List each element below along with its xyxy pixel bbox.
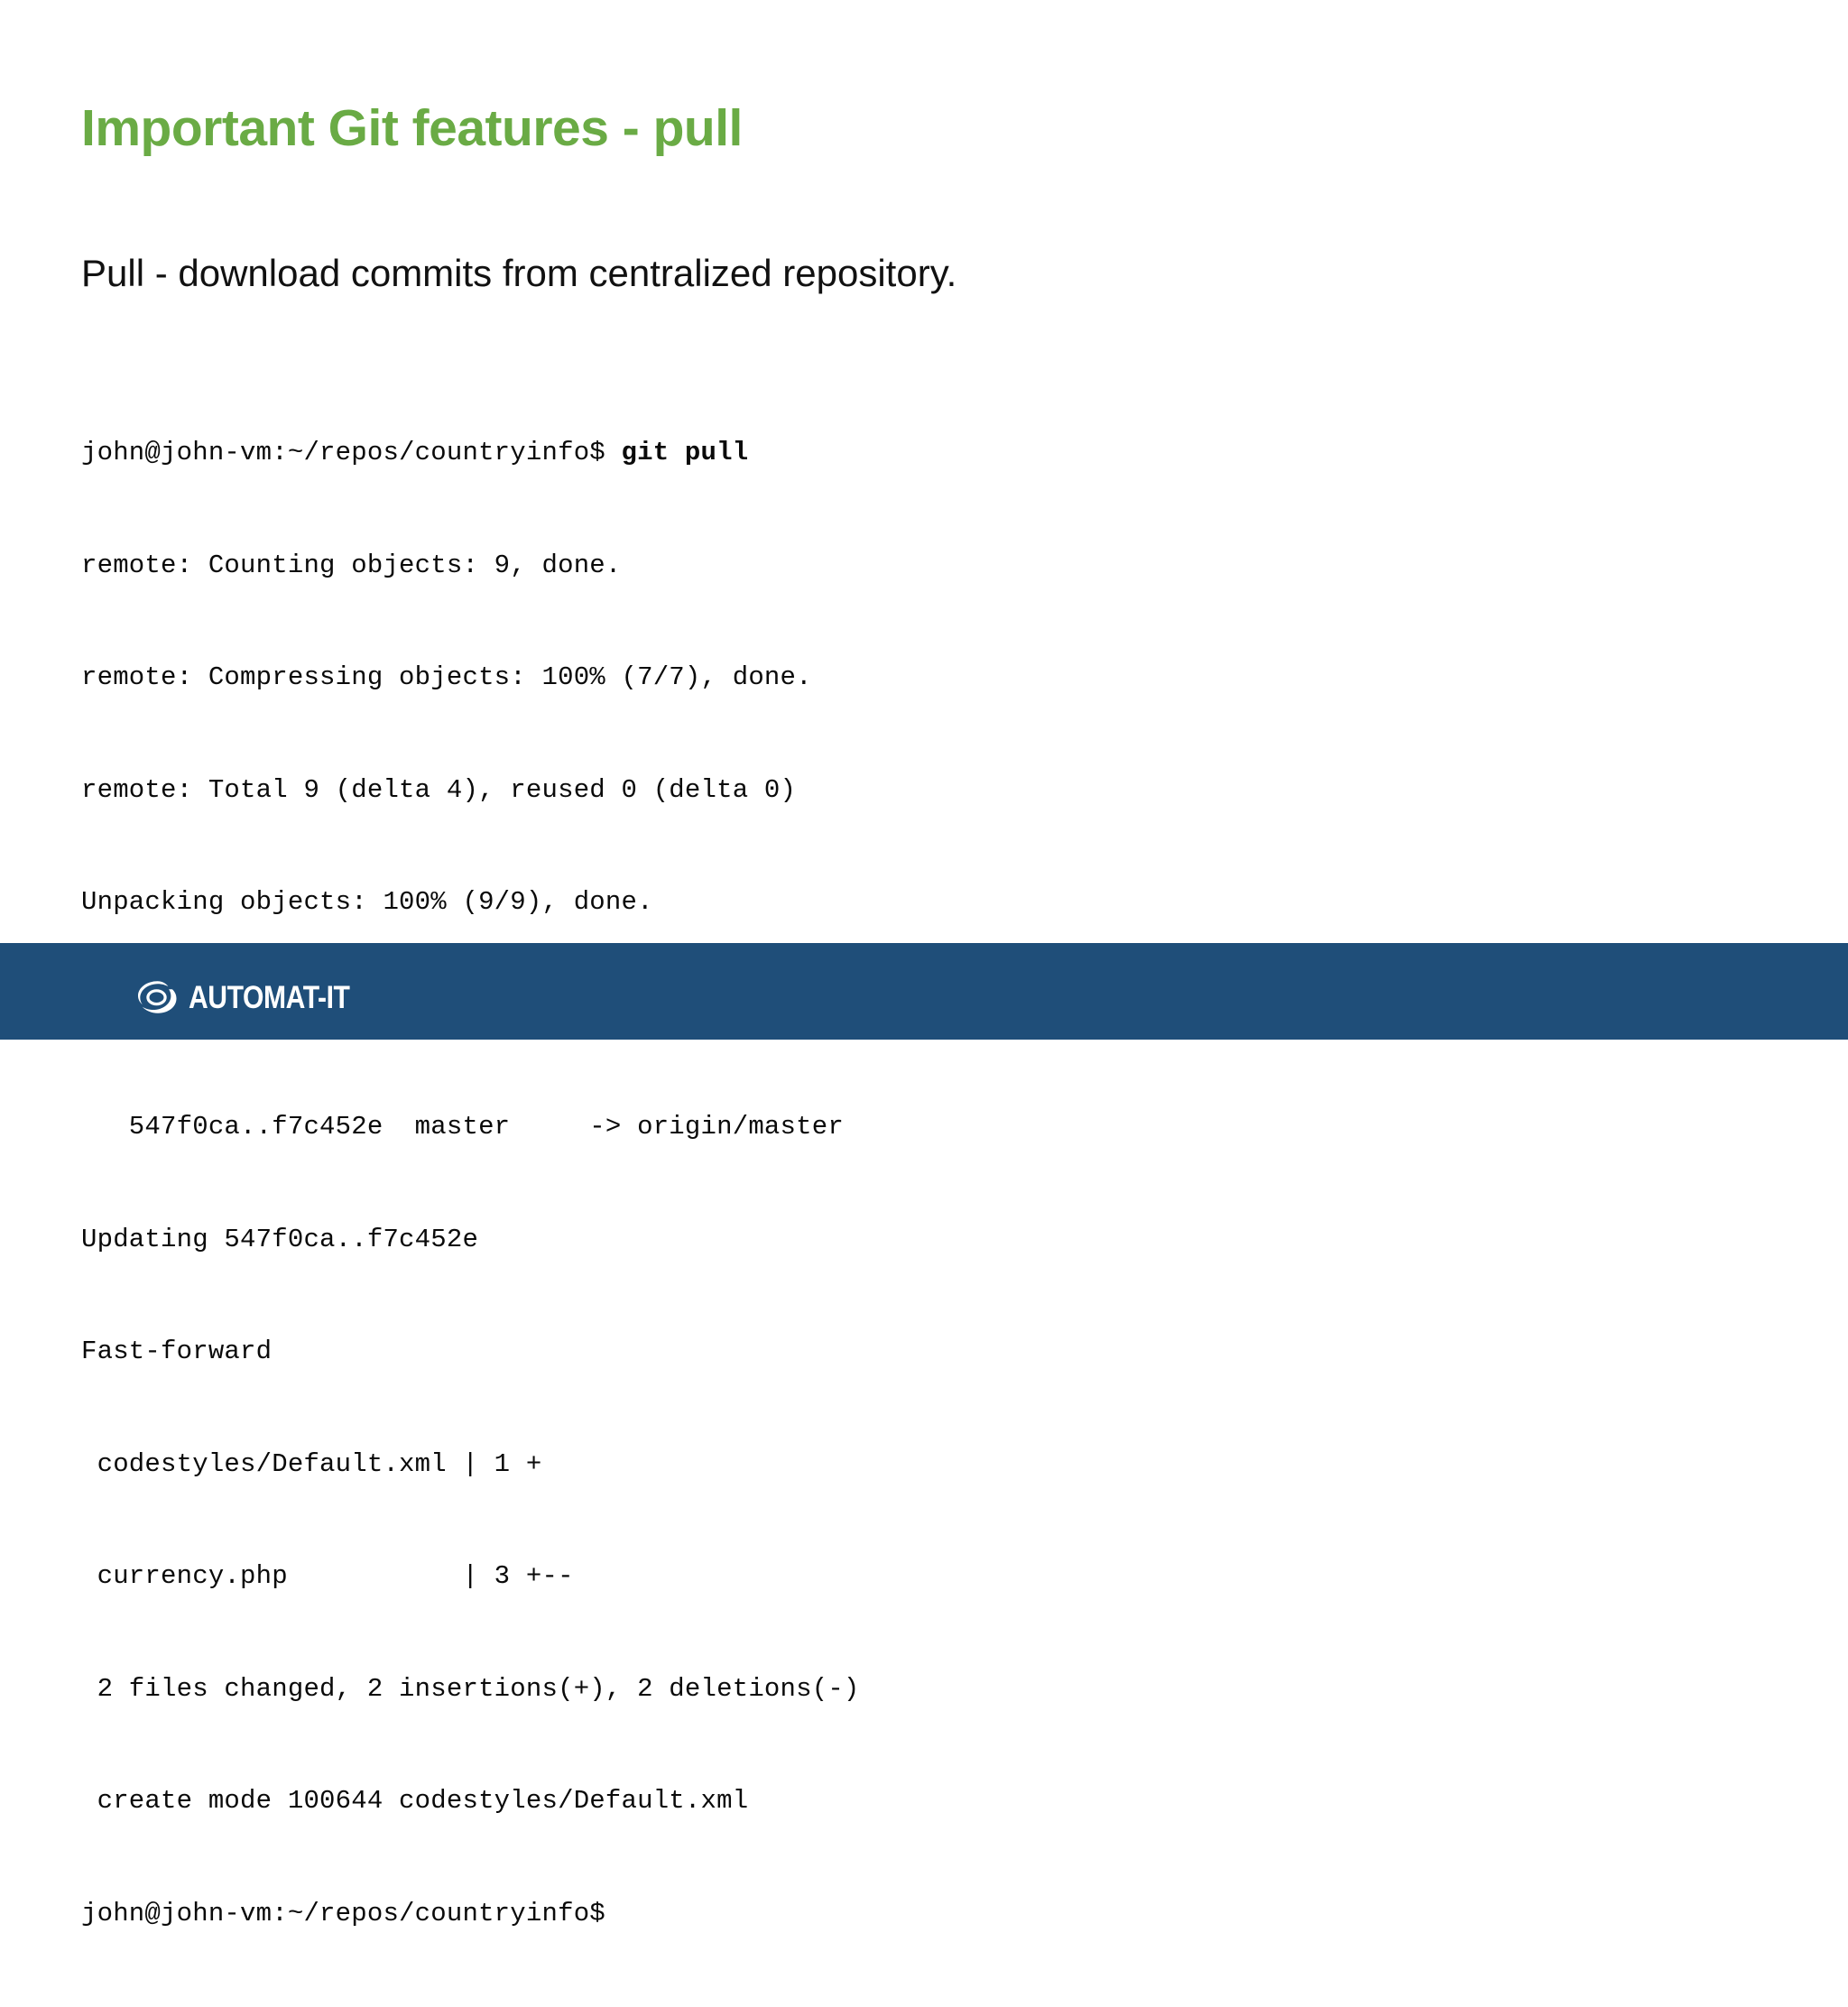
terminal-line: currency.php | 3 +--: [81, 1561, 574, 1591]
brand-logo: AUTOMAT-IT: [135, 977, 376, 1017]
slide-subtitle: Pull - download commits from centralized…: [81, 252, 957, 294]
terminal-line: remote: Counting objects: 9, done.: [81, 550, 622, 580]
terminal-output: john@john-vm:~/repos/countryinfo$ git pu…: [81, 359, 860, 2007]
terminal-line: Fast-forward: [81, 1336, 273, 1366]
terminal-line: Unpacking objects: 100% (9/9), done.: [81, 887, 653, 917]
swirl-eye-icon: [135, 980, 177, 1014]
terminal-line: 547f0ca..f7c452e master -> origin/master: [81, 1112, 844, 1142]
page-title: Important Git features - pull: [81, 99, 743, 157]
terminal-command: git pull: [621, 438, 749, 467]
slide-canvas: Important Git features - pull Pull - dow…: [0, 99, 1848, 1928]
brand-logo-text: AUTOMAT-IT: [189, 979, 350, 1015]
terminal-line: codestyles/Default.xml | 1 +: [81, 1448, 542, 1479]
terminal-line: create mode 100644 codestyles/Default.xm…: [81, 1786, 749, 1816]
terminal-line: remote: Compressing objects: 100% (7/7),…: [81, 662, 812, 692]
terminal-line: 2 files changed, 2 insertions(+), 2 dele…: [81, 1673, 860, 1704]
footer-bar: [0, 943, 1848, 1040]
terminal-line: Updating 547f0ca..f7c452e: [81, 1224, 479, 1254]
terminal-line: remote: Total 9 (delta 4), reused 0 (del…: [81, 774, 797, 805]
terminal-line-prompt-command: john@john-vm:~/repos/countryinfo$ git pu…: [81, 434, 860, 472]
terminal-line: john@john-vm:~/repos/countryinfo$: [81, 1898, 605, 1928]
terminal-prompt: john@john-vm:~/repos/countryinfo$: [81, 438, 622, 467]
